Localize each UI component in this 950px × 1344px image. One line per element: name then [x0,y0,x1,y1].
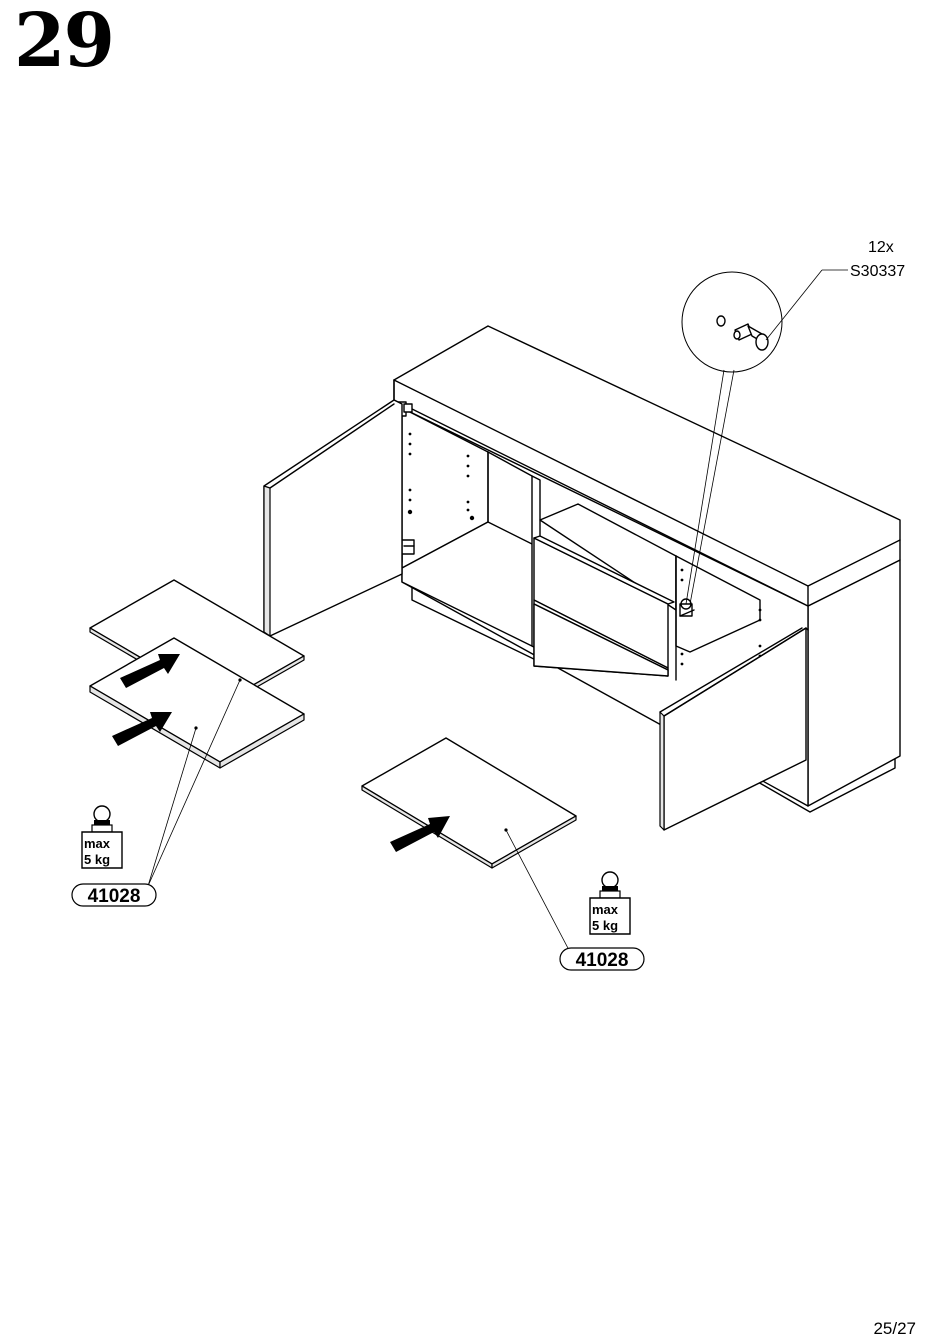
part-code-label: 41028 [576,950,629,971]
weight-limit-line1: max [592,902,619,917]
weight-limit-icon: max 5 kg [82,806,122,868]
callout-part-code: S30337 [850,263,905,280]
part-label-left: 41028 [72,884,156,907]
page-counter: 25/27 [873,1320,916,1337]
weight-limit-line2: 5 kg [84,852,110,867]
callout-quantity: 12x [868,239,894,256]
weight-limit-line1: max [84,836,111,851]
part-label-center: 41028 [560,948,644,971]
weight-limit-icon: max 5 kg [590,872,630,934]
part-code-label: 41028 [88,886,141,907]
hinge-right [680,604,694,616]
weight-limit-line2: 5 kg [592,918,618,933]
left-door [264,400,402,636]
sideboard-cabinet [264,326,900,830]
